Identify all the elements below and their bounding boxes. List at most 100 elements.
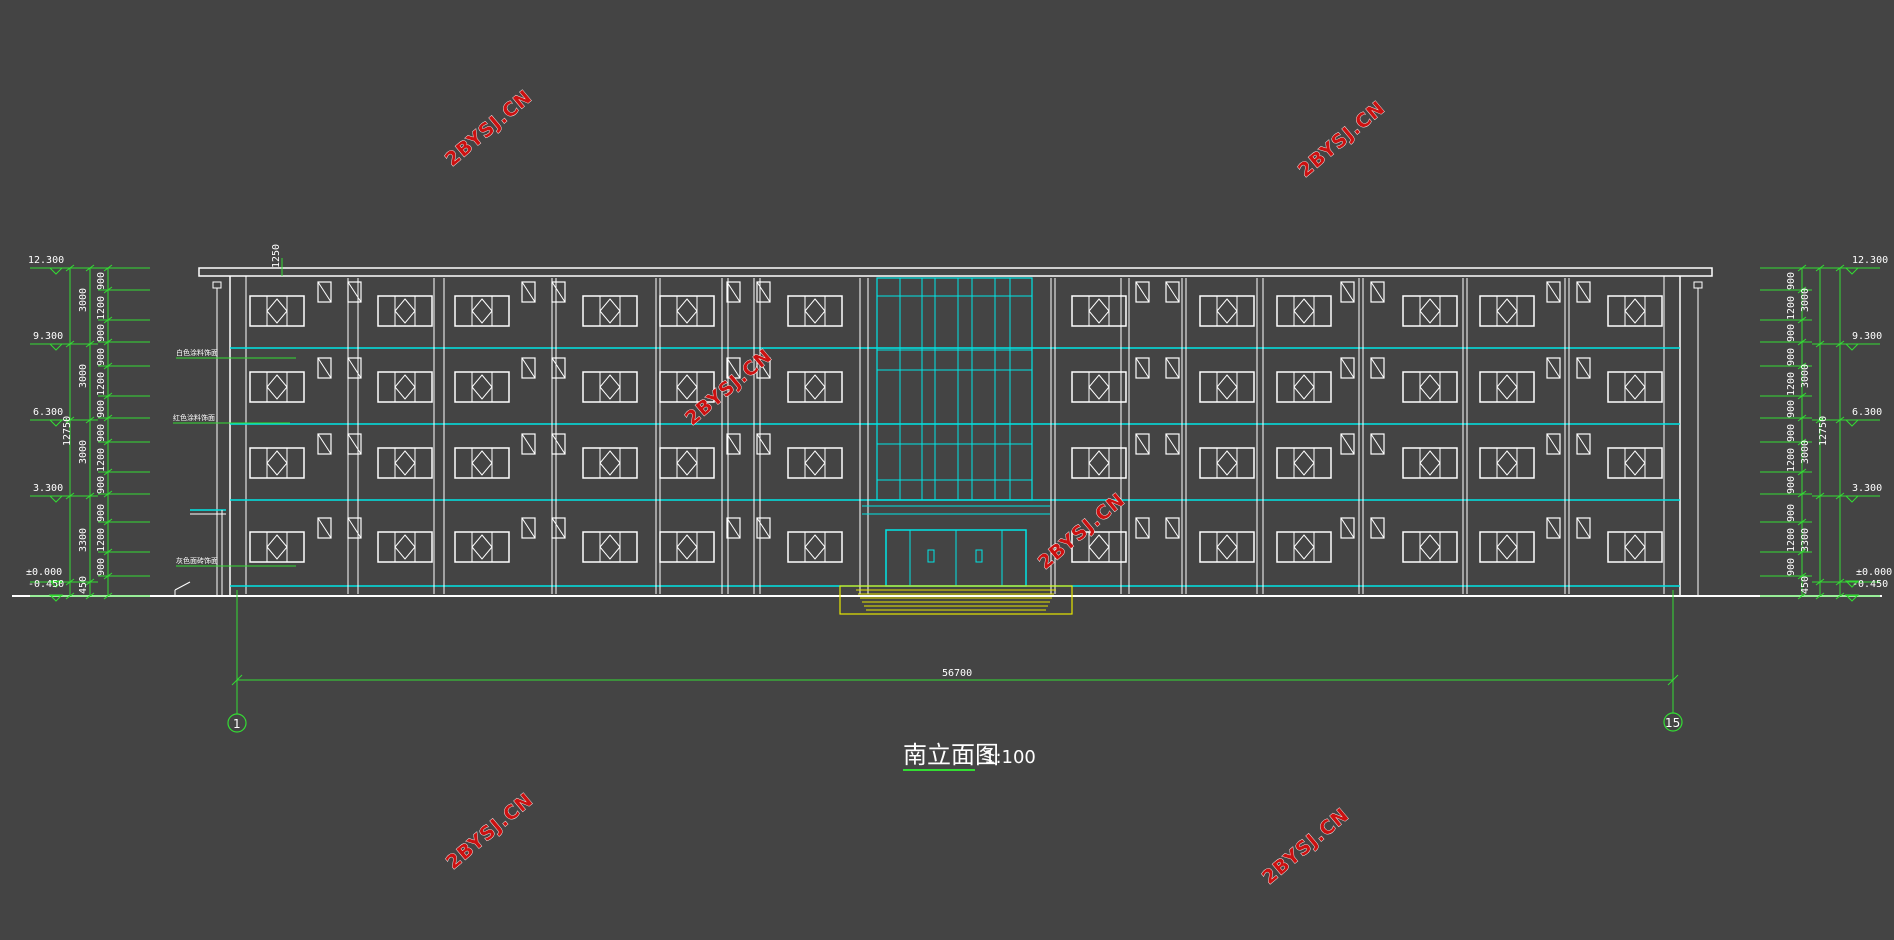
window-frame <box>787 371 843 403</box>
window-frame <box>249 447 305 479</box>
window-frame <box>1199 295 1255 327</box>
storey-dim-left-4: 3000 <box>78 288 89 312</box>
window-frame <box>1071 447 1127 479</box>
vent-diagonal <box>1340 357 1355 379</box>
window-diamond <box>1419 298 1441 324</box>
window-frame <box>1479 447 1535 479</box>
vent-frame <box>1135 517 1150 539</box>
window-diamond <box>676 450 698 476</box>
window <box>787 371 843 403</box>
vent-diagonal <box>551 281 566 303</box>
vent <box>551 357 566 379</box>
dim-tick-right <box>1797 572 1807 580</box>
opening-dim-r-0: 900 <box>1786 272 1797 290</box>
vent <box>756 517 771 539</box>
vent-frame <box>1546 517 1561 539</box>
dim-tick-left <box>103 362 113 370</box>
dim-tick-right <box>1797 362 1807 370</box>
vent <box>1165 357 1180 379</box>
vent-frame <box>521 517 536 539</box>
dim-tick-left <box>103 264 113 272</box>
window-frame <box>1607 295 1663 327</box>
dim-tick-right <box>1797 392 1807 400</box>
vent <box>1546 281 1561 303</box>
watermark-1: 2BYSJ.CN <box>441 86 537 171</box>
window-diamond <box>1216 450 1238 476</box>
vent-diagonal <box>317 433 332 455</box>
window-diamond <box>1419 450 1441 476</box>
window <box>1479 295 1535 327</box>
vent <box>1165 433 1180 455</box>
elev-tick-right <box>1815 264 1825 272</box>
window <box>1071 531 1127 563</box>
vent <box>1576 281 1591 303</box>
vent <box>1370 433 1385 455</box>
window <box>1607 371 1663 403</box>
window-diamond <box>471 450 493 476</box>
window <box>1276 371 1332 403</box>
opening-dim-r-8: 900 <box>1786 476 1797 494</box>
vent-diagonal <box>1546 433 1561 455</box>
drawing-scale: 1:100 <box>984 747 1036 768</box>
window-diamond <box>599 534 621 560</box>
vent-frame <box>1340 281 1355 303</box>
window-frame <box>659 531 715 563</box>
window-frame <box>582 295 638 327</box>
opening-dim-r-3: 900 <box>1786 348 1797 366</box>
window-frame <box>582 371 638 403</box>
window <box>1199 531 1255 563</box>
elev-tick-right <box>1815 592 1825 600</box>
vent <box>1576 357 1591 379</box>
window-frame <box>582 531 638 563</box>
vent-frame <box>756 433 771 455</box>
window-diamond <box>1088 534 1110 560</box>
window-diamond <box>394 374 416 400</box>
opening-dim-l-2: 900 <box>96 324 107 342</box>
vent-diagonal <box>726 357 741 379</box>
overall-dim-tick <box>1667 674 1679 686</box>
window-diamond <box>676 534 698 560</box>
axis-label-1: 1 <box>233 717 241 731</box>
opening-dim-r-2: 900 <box>1786 324 1797 342</box>
drawing-title: 南立面图 <box>903 741 999 769</box>
vent <box>347 357 362 379</box>
storey-dim-right-4: 3000 <box>1800 288 1811 312</box>
window-diamond <box>394 534 416 560</box>
storey-dim-left-2: 3000 <box>78 440 89 464</box>
vent-diagonal <box>1576 357 1591 379</box>
vent-diagonal <box>317 517 332 539</box>
window-diamond <box>804 534 826 560</box>
elev-tick-right <box>1835 340 1845 348</box>
vent-diagonal <box>1165 517 1180 539</box>
vent-frame <box>1370 357 1385 379</box>
vent <box>726 281 741 303</box>
vent-frame <box>1546 281 1561 303</box>
elev-marker-right <box>1844 594 1860 602</box>
window <box>1276 295 1332 327</box>
window-diamond <box>804 450 826 476</box>
vent-frame <box>317 433 332 455</box>
vent-diagonal <box>521 281 536 303</box>
window-diamond <box>599 374 621 400</box>
vent-diagonal <box>551 517 566 539</box>
elev-marker-right <box>1844 419 1860 427</box>
window <box>1199 371 1255 403</box>
vent-diagonal <box>1546 357 1561 379</box>
vent-diagonal <box>726 433 741 455</box>
window <box>1276 447 1332 479</box>
vent <box>521 433 536 455</box>
axis-bubble-15: 15 <box>1663 712 1683 732</box>
window-diamond <box>1293 534 1315 560</box>
vent-frame <box>551 281 566 303</box>
opening-dim-l-7: 1200 <box>96 448 107 472</box>
vent-frame <box>347 281 362 303</box>
vent <box>1135 433 1150 455</box>
vent-frame <box>551 433 566 455</box>
window-diamond <box>1293 298 1315 324</box>
window <box>249 295 305 327</box>
window <box>582 371 638 403</box>
vent-diagonal <box>521 357 536 379</box>
plinth-dim-right: 450 <box>1800 576 1811 594</box>
elev-roof-right: 12.300 <box>1852 255 1888 266</box>
